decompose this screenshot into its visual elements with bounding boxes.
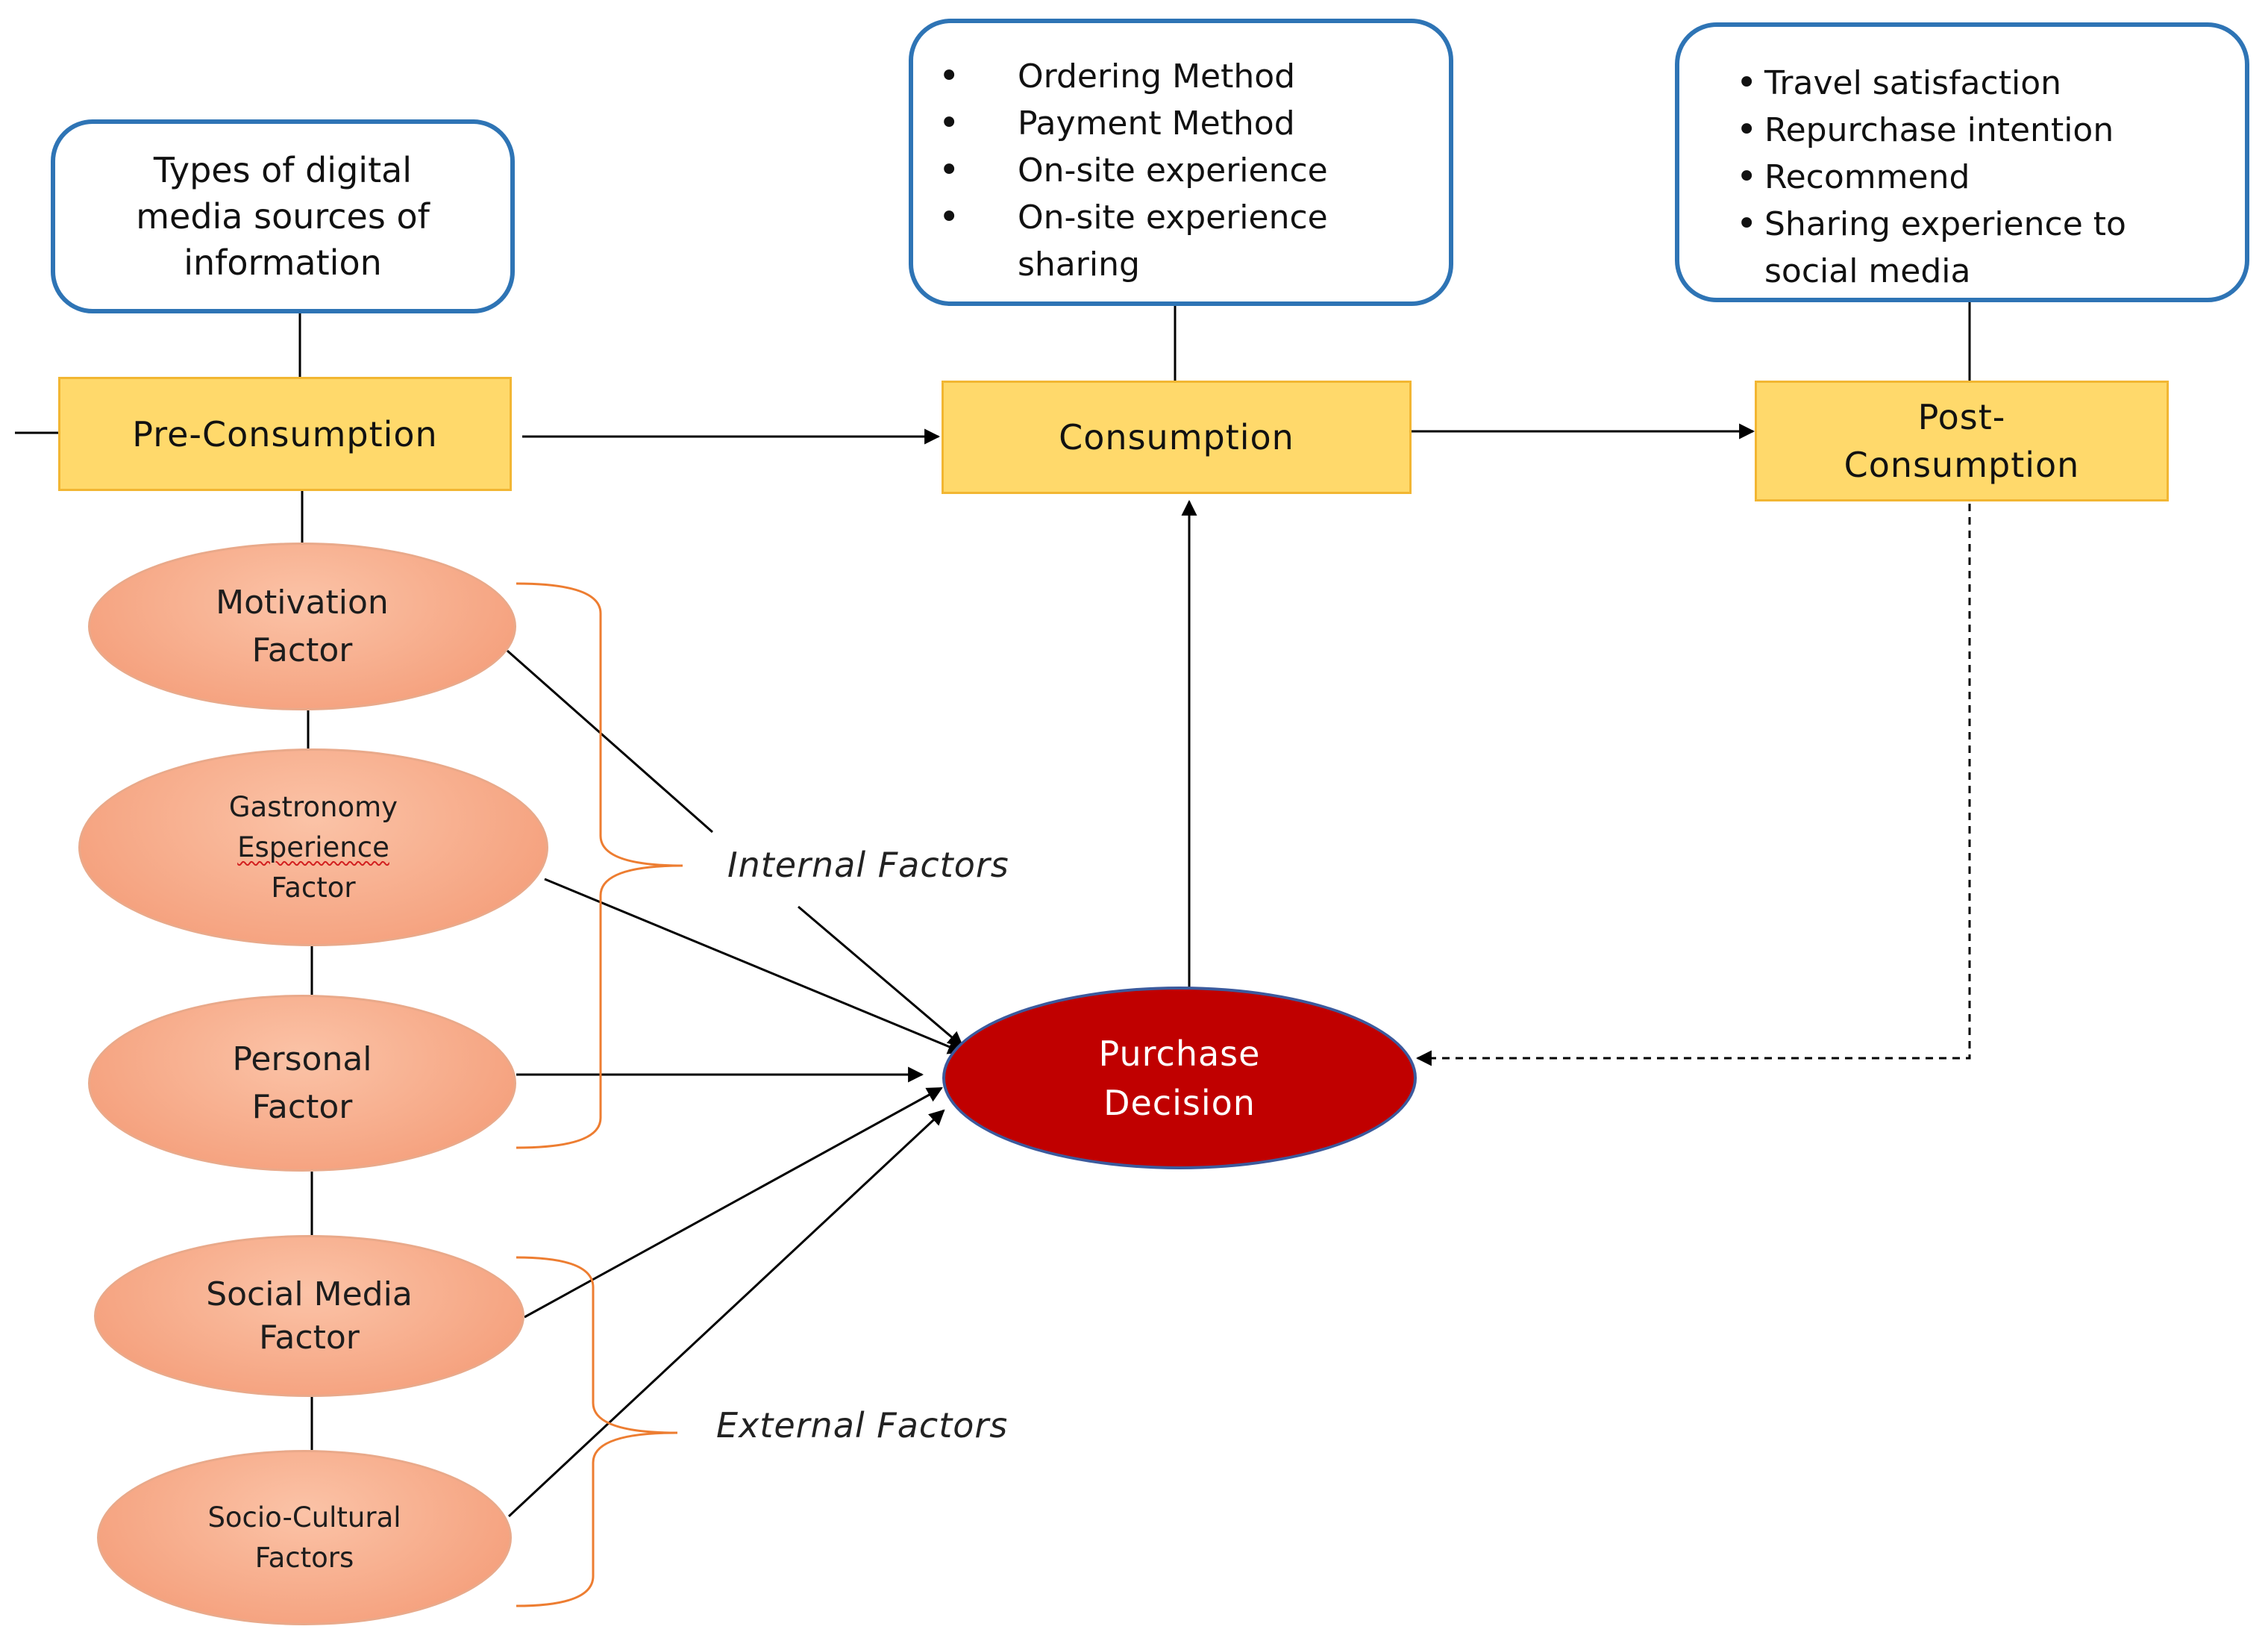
arrow-internal-to-decision bbox=[798, 905, 964, 1048]
consumption-details-box: Ordering Method Payment Method On-site e… bbox=[909, 19, 1453, 306]
stage-pre-consumption: Pre-Consumption bbox=[58, 377, 512, 491]
detail-repurchase-intention: Repurchase intention bbox=[1732, 107, 2245, 154]
internal-brace bbox=[516, 582, 683, 1149]
factor-gastronomy-experience: Gastronomy Esperience Factor bbox=[78, 748, 548, 946]
arrow-social-to-decision bbox=[524, 1087, 943, 1319]
info-sources-box: Types of digital media sources of inform… bbox=[51, 119, 515, 313]
factor-social-media-line-1: Social Media bbox=[206, 1275, 413, 1313]
factor-motivation-line-1: Motivation bbox=[216, 583, 389, 622]
arrow-socio-to-decision bbox=[507, 1109, 945, 1518]
post-consumption-details-box: Travel satisfaction Repurchase intention… bbox=[1675, 22, 2249, 302]
stage-post-label-1: Post- bbox=[1917, 397, 2006, 437]
info-sources-text: Types of digital media sources of inform… bbox=[136, 147, 430, 286]
info-line-3: information bbox=[184, 243, 382, 283]
external-brace bbox=[516, 1256, 678, 1607]
stage-consumption-label: Consumption bbox=[1059, 417, 1294, 457]
factor-socio-cultural-line-2: Factors bbox=[254, 1541, 354, 1574]
factor-gastronomy-line-3: Factor bbox=[271, 871, 356, 904]
internal-factors-label: Internal Factors bbox=[727, 845, 1009, 885]
factor-personal-line-2: Factor bbox=[251, 1087, 353, 1126]
detail-ordering-method: Ordering Method bbox=[913, 53, 1449, 100]
factor-gastronomy-line-2: Esperience bbox=[237, 831, 389, 863]
factor-socio-cultural: Socio-Cultural Factors bbox=[97, 1450, 512, 1625]
stage-consumption: Consumption bbox=[942, 381, 1412, 494]
arrow-gastronomy-to-decision bbox=[544, 878, 964, 1054]
factor-socio-cultural-line-1: Socio-Cultural bbox=[207, 1501, 401, 1534]
purchase-decision-line-1: Purchase bbox=[1098, 1033, 1261, 1074]
factor-social-media: Social Media Factor bbox=[94, 1235, 524, 1397]
post-consumption-details-list: Travel satisfaction Repurchase intention… bbox=[1732, 60, 2245, 295]
stage-pre-label: Pre-Consumption bbox=[132, 413, 438, 454]
purchase-decision: Purchase Decision bbox=[942, 987, 1417, 1169]
info-line-1: Types of digital bbox=[153, 150, 413, 190]
detail-travel-satisfaction: Travel satisfaction bbox=[1732, 60, 2245, 107]
consumption-details-list: Ordering Method Payment Method On-site e… bbox=[913, 53, 1449, 288]
factor-personal-line-1: Personal bbox=[232, 1040, 372, 1078]
factor-motivation-line-2: Factor bbox=[251, 631, 353, 669]
stage-post-label-2: Consumption bbox=[1843, 445, 2080, 485]
factor-social-media-line-2: Factor bbox=[259, 1318, 360, 1357]
factor-motivation: Motivation Factor bbox=[88, 543, 516, 710]
external-factors-label: External Factors bbox=[716, 1405, 1009, 1445]
feedback-post-to-decision bbox=[1415, 504, 1971, 1066]
factor-gastronomy-line-1: Gastronomy bbox=[228, 790, 398, 823]
info-line-2: media sources of bbox=[136, 196, 430, 237]
factor-personal: Personal Factor bbox=[88, 995, 516, 1172]
detail-onsite-experience: On-site experience bbox=[913, 147, 1449, 194]
purchase-decision-line-2: Decision bbox=[1103, 1082, 1256, 1123]
detail-recommend: Recommend bbox=[1732, 154, 2245, 201]
detail-payment-method: Payment Method bbox=[913, 100, 1449, 147]
stage-post-consumption: Post- Consumption bbox=[1755, 381, 2169, 501]
line-motivation-to-internal bbox=[507, 649, 713, 834]
